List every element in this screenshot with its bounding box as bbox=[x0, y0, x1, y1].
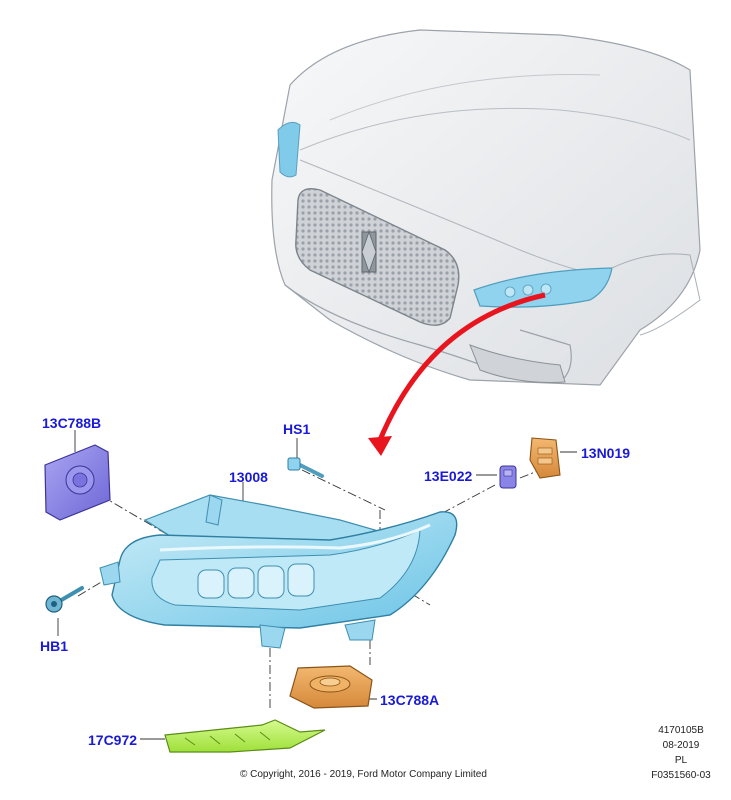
module-13e022 bbox=[499, 465, 517, 489]
vehicle-front bbox=[271, 29, 701, 386]
callout-13008: 13008 bbox=[229, 469, 268, 485]
language-code: PL bbox=[674, 755, 688, 766]
led-projector-icon bbox=[197, 563, 315, 599]
callout-13n019: 13N019 bbox=[581, 445, 631, 461]
control-module-13c788a bbox=[289, 665, 373, 709]
bolt-hb1-icon bbox=[45, 586, 84, 613]
emblem-icon bbox=[361, 230, 377, 274]
reference-number: 4170105B bbox=[658, 725, 704, 736]
callout-13c788b: 13C788B bbox=[42, 415, 102, 431]
location-arrow bbox=[368, 292, 546, 456]
callout-13e022: 13E022 bbox=[424, 468, 473, 484]
callout-17c972: 17C972 bbox=[88, 732, 138, 748]
callout-hb1: HB1 bbox=[40, 638, 69, 654]
bracket-17c972 bbox=[164, 719, 326, 753]
callout-13c788a: 13C788A bbox=[380, 692, 440, 708]
revision-date: 08-2019 bbox=[662, 740, 700, 751]
headlamp-cover-13c788b bbox=[44, 444, 111, 521]
copyright-notice: © Copyright, 2016 - 2019, Ford Motor Com… bbox=[240, 769, 487, 780]
screw-hs1-icon bbox=[287, 457, 324, 478]
connector-13n019 bbox=[529, 437, 561, 479]
callout-hs1: HS1 bbox=[283, 421, 311, 437]
figure-id: F0351560-03 bbox=[651, 770, 711, 781]
headlamp-assembly bbox=[99, 494, 458, 649]
